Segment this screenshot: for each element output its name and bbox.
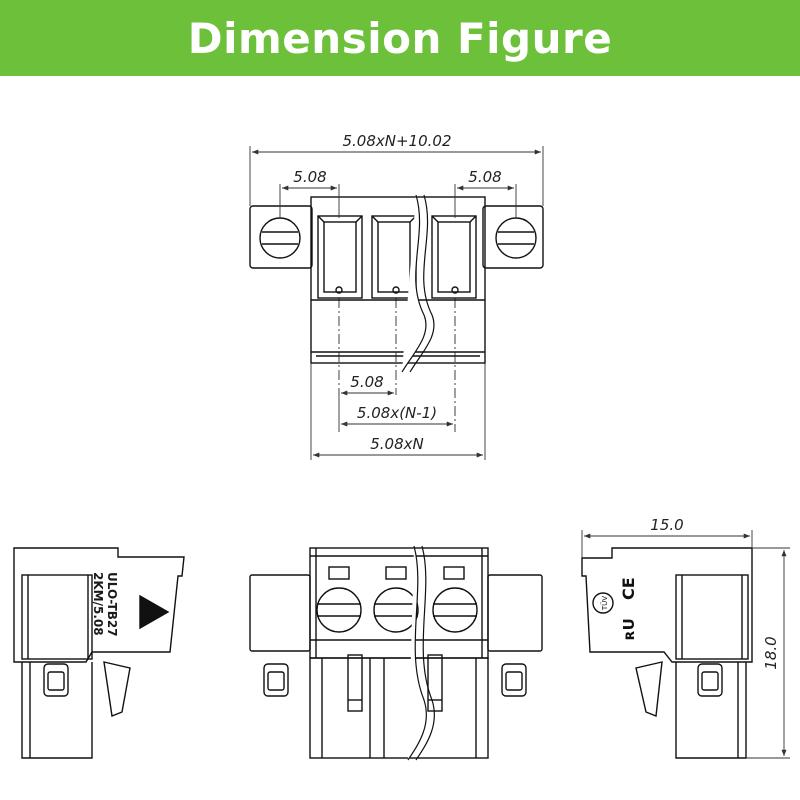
screw-icon [432, 587, 478, 633]
release-slot [328, 566, 350, 580]
front-body [309, 547, 489, 659]
right-side-view: TÜV CE ʀU [581, 547, 753, 759]
right-screw-icon [495, 217, 537, 259]
top-body [310, 196, 486, 364]
screw-icon [316, 587, 362, 633]
right-flange [487, 574, 543, 652]
header-banner: Dimension Figure [0, 0, 800, 76]
left-side-view [13, 547, 185, 759]
height-label: 18.0 [762, 636, 780, 669]
wire-entry [431, 215, 477, 299]
overall-width-label: 5.08xN+10.02 [342, 132, 451, 150]
part-marking-line2: 2KM/5.08 [91, 572, 105, 636]
depth-label: 15.0 [650, 516, 683, 534]
left-pitch-label: 5.08 [293, 168, 326, 186]
part-marking-line1: ULO-TB27 [105, 572, 119, 637]
release-slot [385, 566, 407, 580]
tuv-mark-icon [592, 592, 614, 614]
ce-mark-icon: CE [619, 577, 638, 600]
right-mounting-ear [482, 205, 544, 269]
top-view-dimensions [249, 146, 544, 460]
logo-icon [139, 594, 170, 630]
n-minus-1-span-label: 5.08x(N-1) [357, 404, 437, 422]
page-title: Dimension Figure [187, 13, 613, 63]
wire-entry [317, 215, 363, 299]
left-flange [249, 574, 311, 652]
right-pitch-label: 5.08 [468, 168, 501, 186]
n-span-label: 5.08xN [370, 435, 424, 453]
front-view [249, 545, 543, 761]
ul-mark-icon: ʀU [620, 618, 638, 640]
svg-text:TÜV: TÜV [600, 596, 609, 611]
left-mounting-ear [249, 205, 313, 269]
release-slot [443, 566, 465, 580]
top-view [249, 194, 544, 432]
bottom-pitch-label: 5.08 [350, 373, 383, 391]
left-screw-icon [259, 217, 301, 259]
right-view-dimensions [581, 530, 790, 759]
screw-icon [373, 587, 419, 633]
